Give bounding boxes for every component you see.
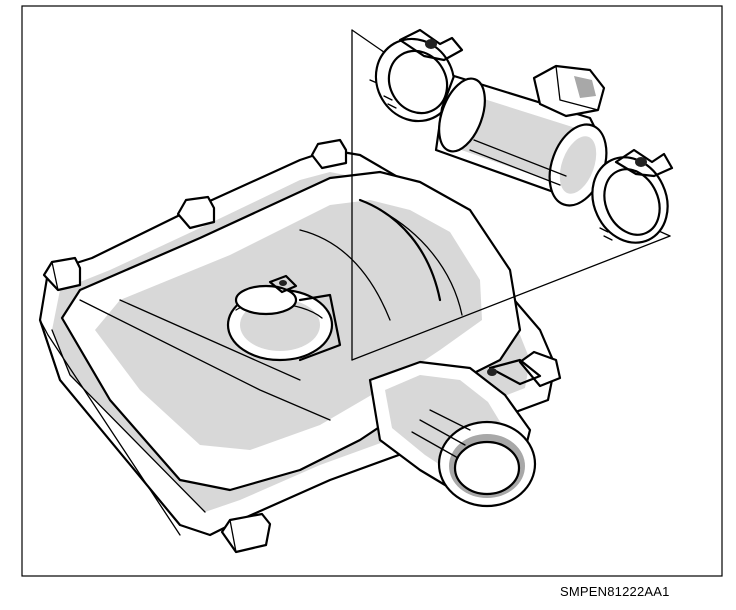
outlet-duct xyxy=(368,358,542,508)
figure-reference-code: SMPEN81222AA1 xyxy=(560,584,670,599)
air-flow-meter xyxy=(434,64,608,207)
hose-clamp-lower xyxy=(591,148,674,244)
mounting-tab-left xyxy=(42,256,82,292)
mounting-tab-right xyxy=(518,350,562,388)
figure-frame xyxy=(21,5,723,577)
mounting-tab-bottom xyxy=(220,512,272,554)
mounting-tab-top xyxy=(310,138,348,170)
inner-clamp xyxy=(234,274,298,316)
hose-clamp-upper xyxy=(374,28,464,123)
mounting-tab-upper xyxy=(176,195,216,230)
